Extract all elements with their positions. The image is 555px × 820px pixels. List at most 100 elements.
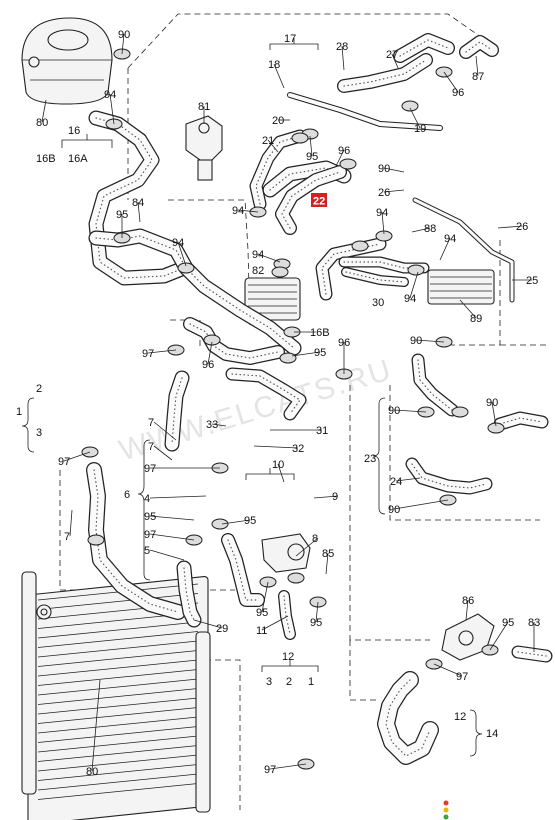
part-label-82: 82 [252,265,264,277]
part-label-94-g: 94 [404,293,416,305]
part-label-94-d: 94 [232,205,244,217]
radiator-fin [37,707,199,724]
radiator-fin [37,640,199,658]
leader-line-9 [313,495,339,499]
leader-line-21 [267,139,279,153]
leader-line-97-a [147,349,177,354]
leader-line-94-d [237,209,259,213]
leader-line-94-f [439,237,451,261]
leader-line-95-f [261,581,269,613]
group-border-bottom [205,640,380,810]
metal-pipes [287,92,515,303]
radiator-fin [37,697,199,715]
hose-clamp [401,100,419,112]
part-label-94-a: 94 [104,89,116,101]
radiator-fin [37,783,199,800]
part-label-97-f: 97 [264,764,276,776]
part-label-95-b: 95 [116,209,128,221]
leader-line-86 [465,599,469,621]
part-label-1-a: 1 [16,406,22,418]
part-label-97-d: 97 [144,529,156,541]
hose-fill [338,54,432,92]
part-label-16: 16 [68,125,80,137]
leader-line-80-rad [91,679,101,772]
leader-line-8 [295,537,319,557]
part-label-95-h: 95 [502,617,514,629]
hose-clamp [287,572,305,584]
hose-texture [399,39,449,57]
part-label-90-e: 90 [486,397,498,409]
leader-line-26-a [383,189,405,193]
radiator-fin [37,726,199,743]
highlight-label: 22 [313,196,325,208]
part-label-29: 29 [216,623,228,635]
group-border-right [440,240,548,346]
part-label-21: 21 [262,135,274,147]
leader-line-7-c [153,445,173,461]
radiator-fin [37,631,199,648]
hose-texture [499,417,543,425]
part-label-95-f: 95 [256,607,268,619]
pump-8 [261,533,311,573]
part-label-90-d: 90 [388,405,400,417]
leader-lines [41,33,535,772]
hose-texture [411,463,487,489]
leader-line-28 [341,45,345,71]
part-label-2-b: 2 [286,676,292,688]
leader-line-96-c [207,341,213,365]
hose-clamp [271,266,289,278]
leader-line-10 [277,463,285,483]
leader-line-95-a [309,135,313,157]
leader-line-95-e [221,519,251,525]
hose-clamp [339,158,357,170]
leader-line-11 [261,615,289,631]
part-label-31: 31 [316,425,328,437]
leader-line-95-c [291,351,321,357]
hose-clamp [351,240,369,252]
radiator-fin [37,678,199,696]
part-label-95-c: 95 [314,347,326,359]
part-label-7-a: 7 [64,531,70,543]
leader-line-97-d [149,533,195,541]
leader-line-87 [475,55,479,77]
hose-clamp [211,518,229,530]
radiator-fin [37,735,199,753]
part-label-80-rad: 80 [86,766,98,778]
hose-fill [87,463,185,619]
part-label-8: 8 [312,533,318,545]
part-label-89: 89 [470,313,482,325]
radiator-fin [37,716,199,734]
part-label-23: 23 [364,453,376,465]
part-label-4: 4 [144,493,150,505]
part-label-24: 24 [390,476,402,488]
highlighted-part-22: 22 [311,193,327,208]
part-label-25: 25 [526,275,538,287]
leader-line-19 [409,107,421,129]
leader-line-4 [149,495,207,499]
radiator [21,571,211,820]
hose-clamp [487,422,505,434]
leader-line-89 [459,299,477,319]
part-label-26-b: 26 [516,221,528,233]
leader-line-90-e [491,401,497,427]
radiator-fin [37,688,199,705]
leader-line-95-d [149,515,195,521]
leader-line-95-g [315,601,319,623]
part-label-26-a: 26 [378,187,390,199]
part-label-6: 6 [124,489,130,501]
hose-texture [385,679,431,757]
leader-line-94-a [109,93,115,125]
part-label-14: 14 [486,728,498,740]
hose-texture [343,261,425,269]
leader-line-88 [411,227,431,233]
part-label-7-c: 7 [148,441,154,453]
hose-fill [184,318,284,364]
part-label-9: 9 [332,491,338,503]
part-label-97-b: 97 [58,456,70,468]
part-label-94-e: 94 [252,249,264,261]
part-label-81: 81 [198,101,210,113]
leader-line-7-a [69,509,73,537]
leader-line-94-b [381,211,385,235]
flange-81 [185,115,223,181]
radiator-fin [37,593,199,610]
